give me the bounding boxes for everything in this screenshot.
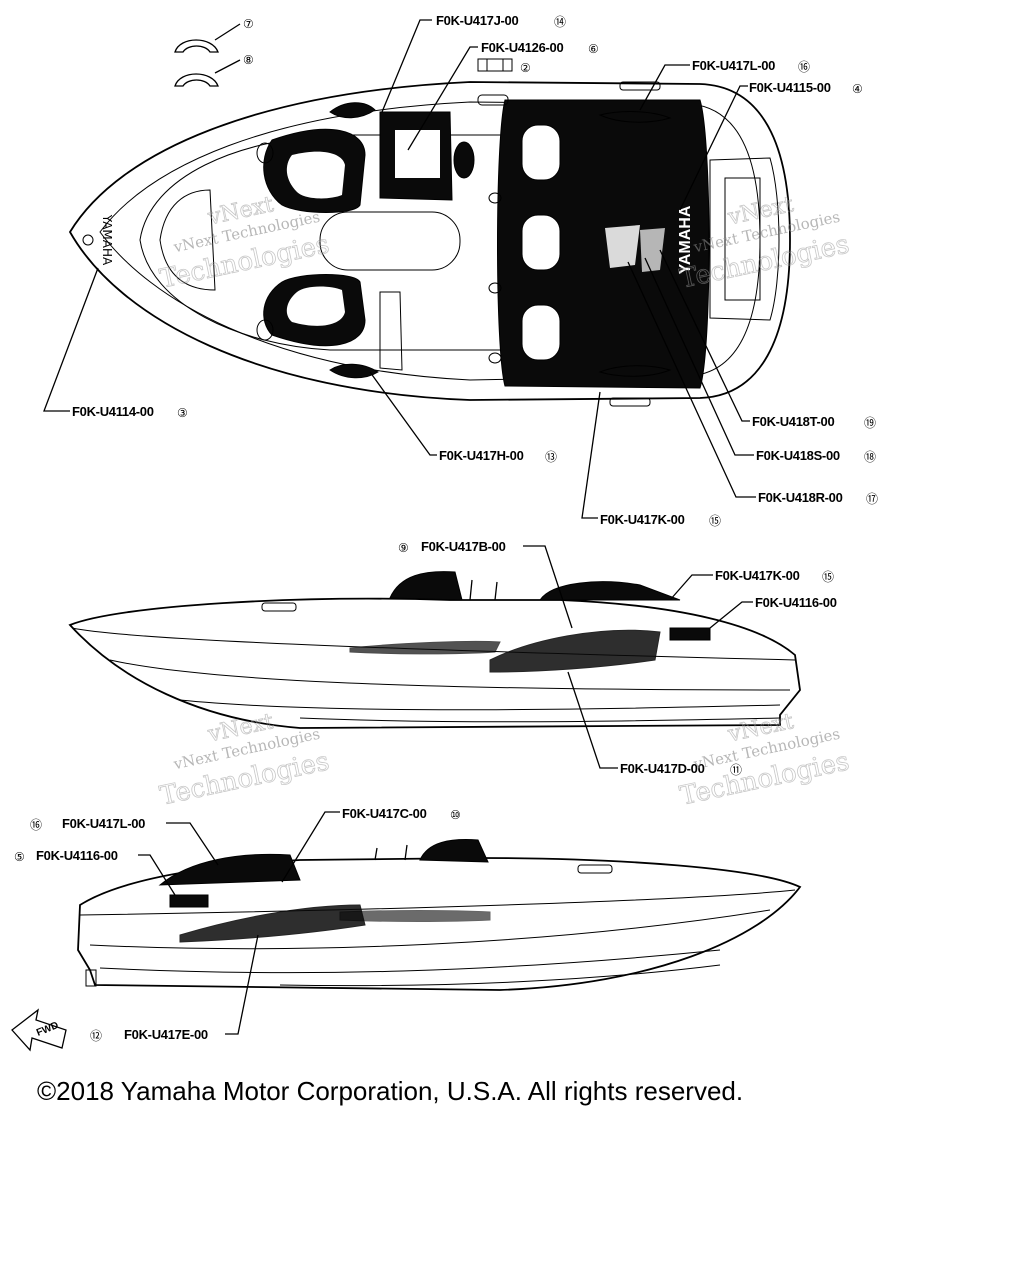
- fwd-arrow-icon: FWD: [11, 1008, 67, 1052]
- callout-num-19: ⑲: [864, 416, 876, 430]
- callout-num-17: ⑰: [866, 492, 878, 506]
- fwd-label: FWD: [35, 1020, 60, 1039]
- callout-num-9: ⑨: [398, 541, 409, 555]
- callout-num-14: ⑭: [554, 15, 566, 29]
- callout-num-6: ⑥: [588, 42, 599, 56]
- callout-num-12: ⑫: [90, 1029, 102, 1043]
- callout-part-13: F0K-U417H-00: [439, 448, 524, 463]
- callout-part-5: F0K-U4116-00: [36, 848, 118, 863]
- callout-num-5: ⑤: [14, 850, 25, 864]
- callout-num-15b: ⑮: [822, 570, 834, 584]
- copyright-notice: ©2018 Yamaha Motor Corporation, U.S.A. A…: [37, 1076, 744, 1106]
- callout-num-4: ④: [852, 82, 863, 96]
- boat-side-view-lower: [77, 839, 802, 991]
- callout-labels: ⑦ ⑧ F0K-U417J-00 ⑭ F0K-U4126-00 ⑥ ② F0K-…: [14, 13, 878, 1043]
- callout-part-18: F0K-U418S-00: [756, 448, 840, 463]
- callout-num-11: ⑪: [730, 763, 742, 777]
- callout-num-13: ⑬: [545, 450, 557, 464]
- callout-part-11: F0K-U417D-00: [620, 761, 705, 776]
- callout-num-10: ⑩: [450, 808, 461, 822]
- callout-part-10: F0K-U417C-00: [342, 806, 427, 821]
- callout-part-15b: F0K-U417K-00: [715, 568, 800, 583]
- callout-num-8: ⑧: [243, 53, 254, 67]
- callout-num-16b: ⑯: [30, 818, 42, 832]
- callout-part-4116a: F0K-U4116-00: [755, 595, 837, 610]
- grab-handle-icons: [174, 39, 513, 87]
- callout-num-16a: ⑯: [798, 60, 810, 74]
- callout-part-9: F0K-U417B-00: [421, 539, 506, 554]
- callout-part-16b: F0K-U417L-00: [62, 816, 145, 831]
- callout-part-3: F0K-U4114-00: [72, 404, 154, 419]
- callout-part-16a: F0K-U417L-00: [692, 58, 775, 73]
- part-2-icon: [477, 58, 513, 72]
- callout-part-19: F0K-U418T-00: [752, 414, 834, 429]
- callout-num-3: ③: [177, 406, 188, 420]
- callout-part-4: F0K-U4115-00: [749, 80, 831, 95]
- callout-part-14: F0K-U417J-00: [436, 13, 518, 28]
- callout-num-15a: ⑮: [709, 514, 721, 528]
- bow-logo-text: YAMAHA: [100, 214, 114, 266]
- boat-side-view-upper: [68, 571, 801, 729]
- leader-lines: [43, 19, 756, 1035]
- callout-num-7: ⑦: [243, 17, 254, 31]
- callout-num-2: ②: [520, 61, 531, 75]
- callout-part-6: F0K-U4126-00: [481, 40, 563, 55]
- cushion-logo-text: YAMAHA: [677, 205, 694, 274]
- callout-num-18: ⑱: [864, 450, 876, 464]
- callout-part-12: F0K-U417E-00: [124, 1027, 208, 1042]
- callout-part-17: F0K-U418R-00: [758, 490, 843, 505]
- callout-part-15a: F0K-U417K-00: [600, 512, 685, 527]
- boat-top-view: YAMAHA YAMAHA: [68, 81, 791, 407]
